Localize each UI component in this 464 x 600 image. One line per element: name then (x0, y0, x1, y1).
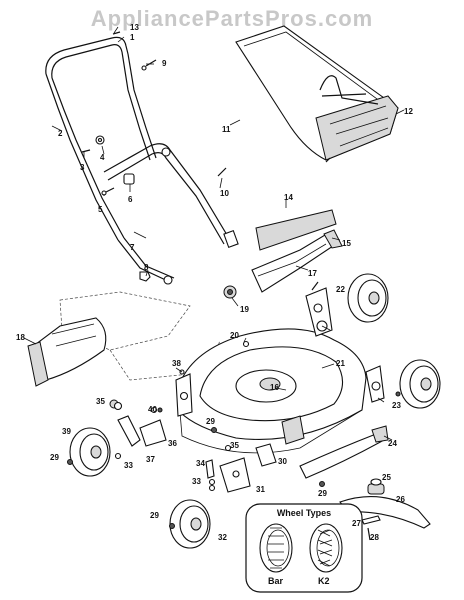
axle-brackets (109, 399, 277, 493)
mower-deck (177, 328, 367, 454)
callout-25: 25 (382, 473, 391, 482)
callout-5: 5 (98, 205, 103, 214)
callout-29b: 29 (50, 453, 59, 462)
callout-23: 23 (392, 401, 401, 410)
callout-35a: 35 (96, 397, 105, 406)
callout-28: 28 (370, 533, 379, 542)
callout-39: 39 (62, 427, 71, 436)
callout-40: 40 (148, 405, 157, 414)
callout-30: 30 (278, 457, 287, 466)
callout-24: 24 (388, 439, 397, 448)
callout-13: 13 (130, 23, 139, 32)
wheel-type-bar-label: Bar (268, 576, 284, 586)
blade (339, 478, 431, 541)
side-discharge-chute (27, 291, 221, 387)
callout-22: 22 (336, 285, 345, 294)
baffle (299, 425, 389, 479)
callout-29d: 29 (150, 511, 159, 520)
callout-34: 34 (196, 459, 205, 468)
callout-32: 32 (218, 533, 227, 542)
callout-3: 3 (80, 163, 85, 172)
handle-hardware (81, 31, 237, 299)
callout-9: 9 (162, 59, 167, 68)
callout-31: 31 (256, 485, 265, 494)
leader-lines (23, 26, 405, 441)
wheel-types-title: Wheel Types (276, 508, 332, 518)
callout-26: 26 (396, 495, 405, 504)
callout-16: 16 (270, 383, 279, 392)
callout-11: 11 (222, 125, 231, 134)
callout-4: 4 (100, 153, 105, 162)
callout-37: 37 (146, 455, 155, 464)
watermark: AppliancePartsPros.com (90, 6, 374, 31)
callout-10: 10 (220, 189, 229, 198)
callout-8: 8 (144, 263, 149, 272)
front-left-wheel (69, 427, 111, 477)
callout-18: 18 (16, 333, 25, 342)
callout-7: 7 (130, 243, 135, 252)
front-right-wheel (399, 359, 441, 409)
upper-handle (45, 36, 157, 241)
rear-height-adjuster (305, 281, 333, 337)
callout-36: 36 (168, 439, 177, 448)
callout-29a: 29 (206, 417, 215, 426)
callout-2: 2 (58, 129, 63, 138)
callout-33a: 33 (124, 461, 133, 470)
callout-33b: 33 (192, 477, 201, 486)
callout-15: 15 (342, 239, 351, 248)
wheel-type-k2-label: K2 (318, 576, 330, 586)
callout-14: 14 (284, 193, 293, 202)
rear-right-wheel (347, 273, 389, 323)
callout-35b: 35 (230, 441, 239, 450)
fasteners (67, 391, 401, 529)
callout-38: 38 (172, 359, 181, 368)
lower-handle (103, 143, 239, 285)
callout-20: 20 (230, 331, 239, 340)
rear-shield (251, 209, 343, 293)
callout-1: 1 (130, 33, 135, 42)
callout-17: 17 (308, 269, 317, 278)
callout-27: 27 (352, 519, 361, 528)
callout-29c: 29 (318, 489, 327, 498)
callout-6: 6 (128, 195, 133, 204)
callout-19: 19 (240, 305, 249, 314)
rear-left-wheel (169, 499, 211, 549)
callout-21: 21 (336, 359, 345, 368)
callout-12: 12 (404, 107, 413, 116)
wheel-types-inset (245, 503, 363, 593)
grass-bag (235, 25, 399, 163)
